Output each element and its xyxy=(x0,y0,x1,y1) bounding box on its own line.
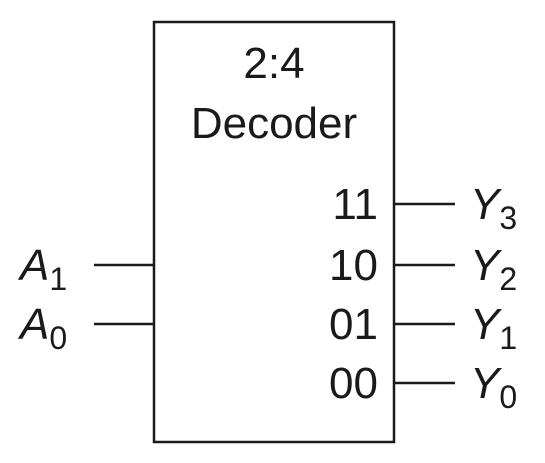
decoder-title-ratio: 2:4 xyxy=(243,39,304,88)
output-code-1: 01 xyxy=(329,300,378,349)
decoder-title-name: Decoder xyxy=(191,99,357,148)
input-label-a0: A0 xyxy=(17,300,67,356)
input-label-a1: A1 xyxy=(17,241,67,297)
decoder-block xyxy=(152,20,396,444)
output-label-y2: Y2 xyxy=(470,241,517,297)
output-label-y1: Y1 xyxy=(470,300,517,356)
output-code-0: 00 xyxy=(329,359,378,408)
output-code-2: 10 xyxy=(329,241,378,290)
output-label-y0: Y0 xyxy=(470,359,517,415)
output-label-y3: Y3 xyxy=(470,180,517,236)
output-code-3: 11 xyxy=(332,180,378,229)
